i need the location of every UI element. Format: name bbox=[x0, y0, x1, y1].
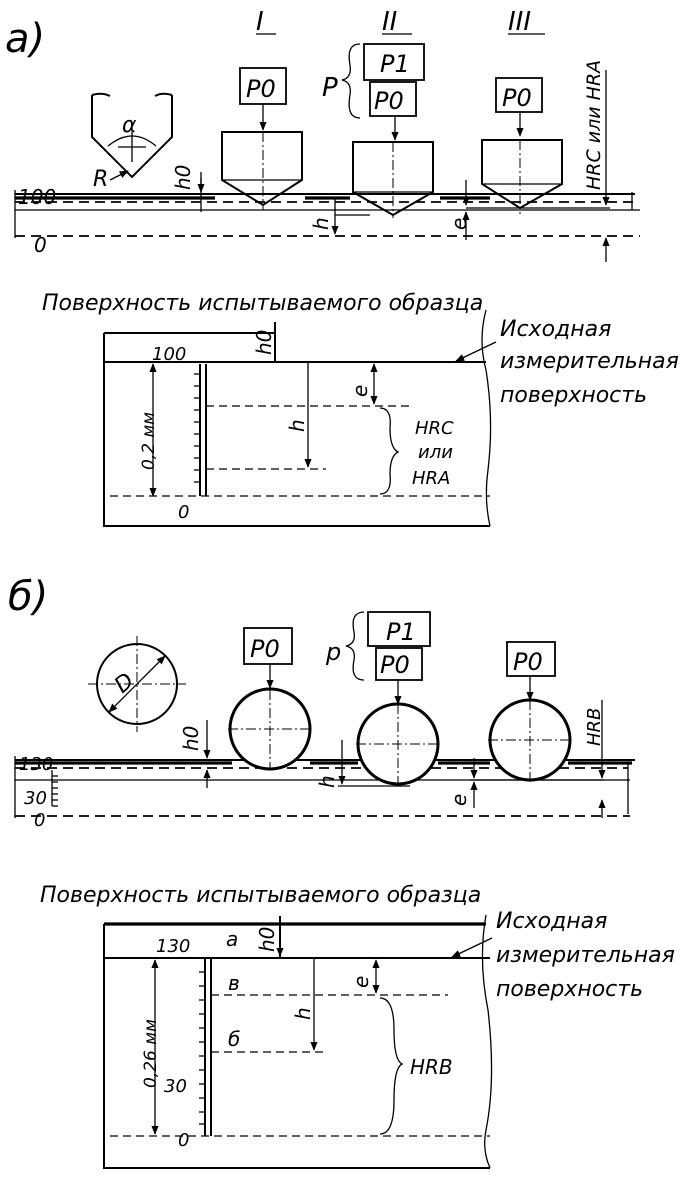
surface-title: Поверхность испытываемого образца bbox=[42, 291, 483, 316]
h-label: h bbox=[291, 1007, 315, 1020]
mark-a-label: а bbox=[226, 927, 238, 951]
scale-top-label: 100 bbox=[18, 185, 56, 209]
h0-label: h0 bbox=[179, 726, 203, 751]
e-label: e bbox=[447, 794, 471, 806]
part-a-detail: Поверхность испытываемого образца 100 h0… bbox=[42, 291, 679, 527]
load-box-p1 bbox=[367, 611, 431, 647]
e-label: e bbox=[349, 976, 373, 988]
load-p0-label: P0 bbox=[513, 648, 543, 676]
result-or-label: или bbox=[418, 442, 453, 463]
load-p0-label: P0 bbox=[502, 84, 532, 112]
e-label: e bbox=[447, 218, 471, 230]
load-box-p0 bbox=[495, 77, 543, 113]
scale-mid-label: 30 bbox=[24, 788, 47, 809]
ball-indenter-sketch: D bbox=[88, 636, 186, 732]
part-b-detail: Поверхность испытываемого образца 130 а … bbox=[40, 883, 675, 1169]
part-a-label: а) bbox=[5, 16, 45, 62]
ball-stage-1: P0 bbox=[228, 627, 312, 771]
load-box-p0 bbox=[375, 647, 423, 681]
reference-label-line3: поверхность bbox=[496, 977, 643, 1002]
h-label: h bbox=[315, 775, 339, 788]
scale-bottom-label: 0 bbox=[34, 810, 45, 831]
h-label: h bbox=[309, 217, 333, 230]
result-hrb-label: HRB bbox=[584, 708, 605, 746]
h-label: h bbox=[285, 419, 309, 432]
scale-mid-label: 30 bbox=[164, 1076, 187, 1097]
total-load-label: p bbox=[325, 638, 341, 666]
mark-c-label: б bbox=[228, 1027, 240, 1051]
stage-3-label: III bbox=[508, 7, 531, 37]
result-hra-label: HRA bbox=[412, 468, 450, 489]
scale-top-label: 100 bbox=[152, 344, 186, 365]
scale-top-label: 130 bbox=[19, 754, 53, 775]
total-load-label: P bbox=[322, 73, 338, 103]
reference-label-line1: Исходная bbox=[500, 317, 611, 342]
reference-label-line3: поверхность bbox=[500, 383, 647, 408]
load-box-p0 bbox=[369, 81, 417, 117]
load-p0-label: P0 bbox=[246, 75, 276, 103]
stage-1-indenter: P0 bbox=[221, 67, 303, 210]
cone-indenter-sketch: α R bbox=[91, 92, 173, 192]
result-hrb-label: HRB bbox=[410, 1055, 453, 1079]
h0-label: h0 bbox=[171, 165, 195, 190]
load-box-p0 bbox=[243, 627, 293, 665]
surface-title: Поверхность испытываемого образца bbox=[40, 883, 481, 908]
load-p0-label: P0 bbox=[250, 635, 280, 663]
span-0-26mm-label: 0,26 мм bbox=[141, 1019, 161, 1088]
load-p1-label: P1 bbox=[380, 50, 410, 78]
load-box-p0 bbox=[506, 641, 556, 677]
part-a: а) I II III α R h0 bbox=[5, 7, 640, 262]
e-label: e bbox=[348, 385, 372, 397]
reference-label-line2: измерительная bbox=[496, 943, 675, 968]
scale-top-label: 130 bbox=[156, 936, 190, 957]
load-p1-label: P1 bbox=[386, 618, 416, 646]
reference-label-line1: Исходная bbox=[496, 909, 607, 934]
indenter-angle-label: α bbox=[122, 113, 137, 138]
result-hrc-hra-label: HRC или HRA bbox=[583, 60, 605, 190]
scale-bottom-label: 0 bbox=[178, 502, 189, 523]
mark-b-label: в bbox=[228, 971, 240, 995]
load-box-p1 bbox=[363, 43, 425, 81]
span-0-2mm-label: 0,2 мм bbox=[139, 412, 159, 470]
h0-label: h0 bbox=[252, 330, 276, 355]
load-p0-label: P0 bbox=[374, 87, 404, 115]
stage-1-label: I bbox=[256, 7, 264, 37]
ball-stage-2: p P1 P0 h bbox=[315, 611, 440, 788]
stage-2-indenter: P P1 P0 h bbox=[309, 43, 434, 235]
result-hrc-label: HRC bbox=[415, 418, 454, 439]
stage-3-indenter: P0 e bbox=[447, 77, 610, 240]
reference-label-line2: измерительная bbox=[500, 349, 679, 374]
h0-label: h0 bbox=[255, 927, 279, 952]
ball-stage-3: P0 e bbox=[447, 641, 604, 808]
indenter-radius-label: R bbox=[93, 167, 108, 192]
load-p0-label: P0 bbox=[380, 651, 410, 679]
part-b: б) D 130 30 0 h0 bbox=[8, 574, 635, 831]
part-b-label: б) bbox=[8, 574, 48, 620]
ball-diameter-label: D bbox=[110, 668, 139, 698]
scale-bottom-label: 0 bbox=[34, 233, 47, 257]
stage-2-label: II bbox=[382, 7, 397, 37]
scale-bottom-label: 0 bbox=[178, 1130, 189, 1151]
